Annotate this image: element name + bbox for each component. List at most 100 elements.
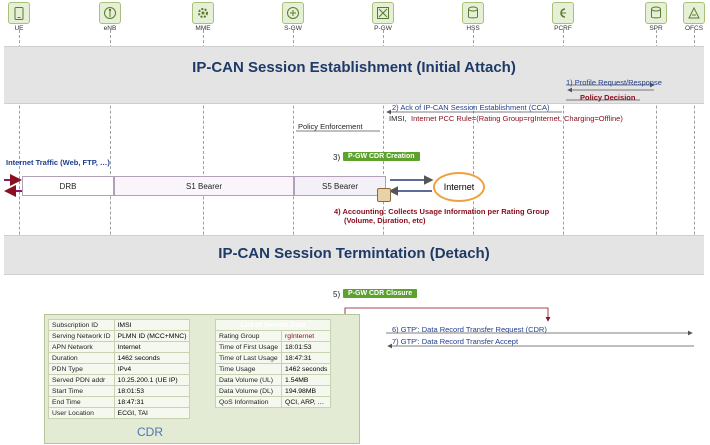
table-row: Data Volume (DL)194.98MB	[214, 385, 332, 397]
node-label: UE	[14, 25, 24, 32]
node-ofcs: OFCS	[683, 2, 705, 32]
node-spr: SPR	[645, 2, 667, 32]
node-enb: eNB	[99, 2, 121, 32]
accounting-label: 4) Accounting: Collects Usage Informatio…	[334, 207, 550, 216]
router-icon	[282, 2, 304, 24]
cdr-field-key: Served PDN addr	[48, 374, 115, 386]
node-label: SPR	[649, 25, 663, 32]
cca-label: 2) Ack of IP-CAN Session Establishment (…	[392, 103, 550, 112]
accounting-label-2: (Volume, Duration, etc)	[344, 216, 426, 225]
internet-traffic-label: Internet Traffic (Web, FTP, …)	[6, 158, 110, 167]
phone-icon	[8, 2, 30, 24]
cdr-field-key: Subscription ID	[48, 319, 115, 331]
node-label: HSS	[466, 25, 480, 32]
sdf-value: 18:01:53	[281, 341, 332, 353]
cdr-field-value: 18:47:31	[113, 396, 191, 408]
antenna-icon	[99, 2, 121, 24]
sdf-key: Time of First Usage	[214, 341, 283, 353]
attach-banner: IP-CAN Session Establishment (Initial At…	[4, 46, 704, 104]
cdr-field-value: Internet	[113, 341, 191, 353]
policy-enforcement-label: Policy Enforcement	[298, 122, 363, 131]
profile-request-label: 1) Profile Request/Response	[566, 78, 662, 87]
gear-icon	[192, 2, 214, 24]
mme-lifeline	[203, 30, 204, 275]
pgw-cdr-closure-badge: P-GW CDR Closure	[343, 289, 418, 298]
gtp-accept-label: 7) GTP': Data Record Transfer Accept	[392, 337, 519, 346]
enb-lifeline	[110, 30, 111, 275]
sdf-key: Data Volume (UL)	[214, 374, 283, 386]
sdf-value: 1462 seconds	[281, 363, 332, 375]
detach-banner: IP-CAN Session Termintation (Detach)	[4, 235, 704, 275]
step5-number: 5)	[333, 290, 341, 299]
cdr-field-value: 10.25.200.1 (UE IP)	[113, 374, 191, 386]
cdr-field-value: PLMN ID (MCC+MNC)	[113, 330, 191, 342]
sdf-key: Time of Last Usage	[214, 352, 283, 364]
gtp-request-label: 6) GTP': Data Record Transfer Request (C…	[392, 325, 547, 334]
sdf-key: Data Volume (DL)	[214, 385, 283, 397]
step3-number: 3)	[333, 153, 341, 162]
spr-lifeline	[656, 30, 657, 275]
s5-bearer: S5 Bearer	[294, 176, 386, 196]
router-cross-icon	[372, 2, 394, 24]
cdr-field-key: End Time	[48, 396, 115, 408]
ue-lifeline	[19, 30, 20, 275]
node-pgw: P-GW	[372, 2, 394, 32]
detach-banner-title: IP-CAN Session Termintation (Detach)	[218, 245, 490, 262]
cdr-field-value: IPv4	[113, 363, 191, 375]
cdr-field-value: 18:01:53	[113, 385, 191, 397]
cdr-title: CDR	[137, 425, 163, 439]
cdr-field-key: Start Time	[48, 385, 115, 397]
node-ue: UE	[8, 2, 30, 32]
cdr-field-value: 1462 seconds	[113, 352, 191, 364]
policy-icon	[552, 2, 574, 24]
cdr-closure-connector	[344, 307, 551, 322]
node-label: eNB	[103, 25, 117, 32]
node-sgw: S-GW	[282, 2, 304, 32]
pgw-cdr-creation-badge: P-GW CDR Creation	[343, 152, 420, 161]
node-label: PCRF	[554, 25, 572, 32]
node-label: S-GW	[284, 25, 302, 32]
imsi-label: IMSI,	[389, 114, 407, 123]
drb-bearer: DRB	[22, 176, 114, 196]
cdr-field-key: APN Network	[48, 341, 115, 353]
node-label: OFCS	[684, 25, 704, 32]
charging-icon	[683, 2, 705, 24]
cdr-field-key: Serving Network ID	[48, 330, 115, 342]
sdf-value: rgInternet	[281, 330, 332, 342]
cdr-field-value: ECGI, TAI	[113, 407, 191, 419]
pcc-rule-label: Internet PCC Rule=(Rating Group=rgIntern…	[411, 114, 623, 123]
table-row: Data Volume (UL)1.54MB	[214, 374, 332, 386]
node-mme: MME	[192, 2, 214, 32]
node-hss: HSS	[462, 2, 484, 32]
database-icon	[462, 2, 484, 24]
policy-decision-label: Policy Decision	[580, 93, 636, 102]
sdf-value: 194.98MB	[281, 385, 332, 397]
sdf-value: 1.54MB	[281, 374, 332, 386]
table-header-row: List of Service Data	[214, 319, 332, 331]
sgw-lifeline	[293, 30, 294, 275]
attach-banner-title: IP-CAN Session Establishment (Initial At…	[192, 59, 516, 76]
internet-cloud: Internet	[433, 172, 485, 202]
db-icon	[645, 2, 667, 24]
sdf-key: Rating Group	[214, 330, 283, 342]
sdf-value: 18:47:31	[281, 352, 332, 364]
node-label: P-GW	[374, 25, 392, 32]
node-label: MME	[195, 25, 211, 32]
sdf-key: QoS Information	[214, 396, 283, 408]
